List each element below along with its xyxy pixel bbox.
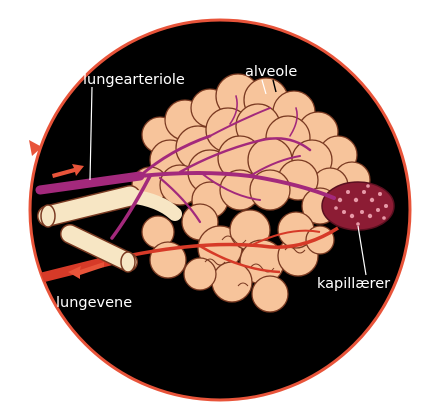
capillary-network (322, 182, 394, 230)
label-lungearteriole: lungearteriole (83, 73, 185, 88)
label-kapillaerer: kapillærer (317, 277, 390, 292)
label-lungevene: lungevene (56, 296, 132, 311)
label-alveole: alveole (245, 65, 297, 80)
